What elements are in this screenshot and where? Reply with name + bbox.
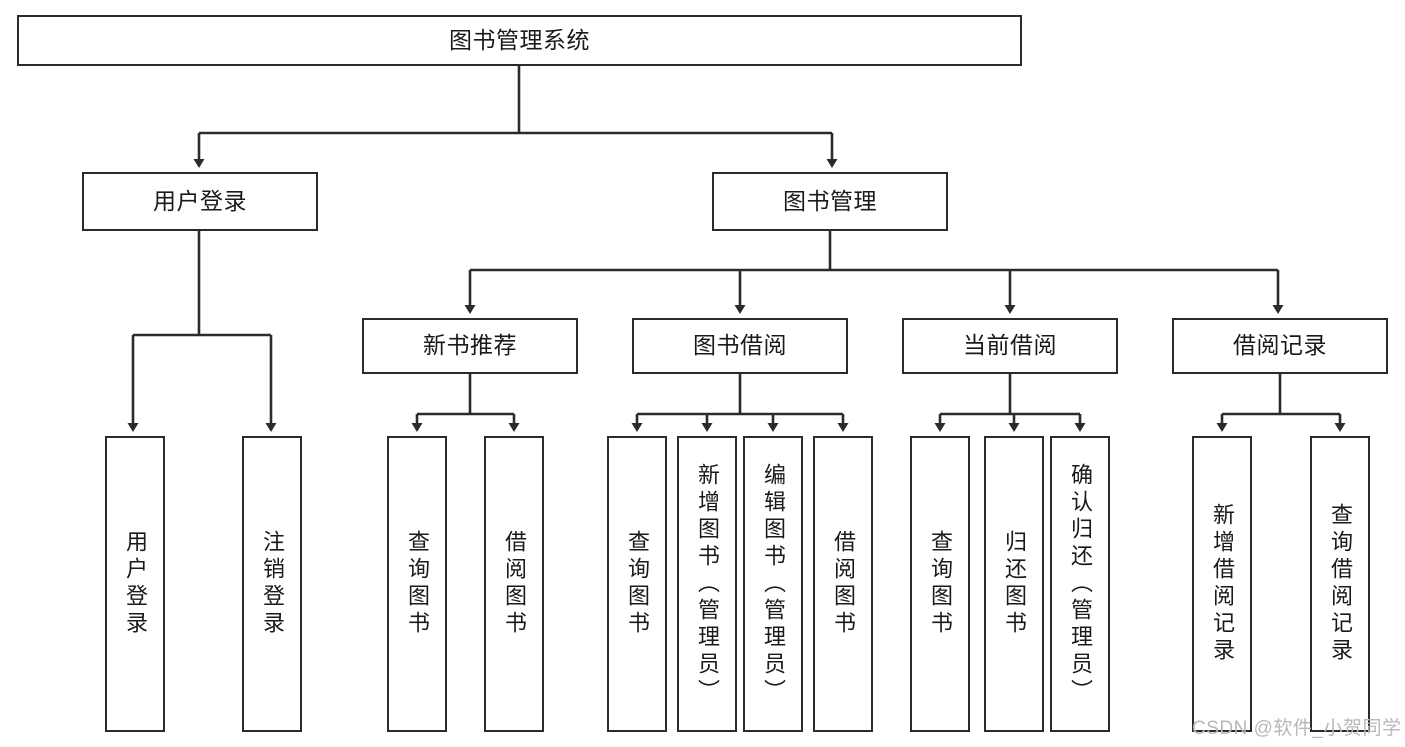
node-root-system[interactable]: 图书管理系统 — [17, 15, 1022, 66]
node-book-management[interactable]: 图书管理 — [712, 172, 948, 231]
node-label: 新书推荐 — [423, 332, 517, 359]
node-query-books-current[interactable]: 查询图书 — [910, 436, 970, 732]
csdn-watermark: CSDN @软件_小贺同学 — [1192, 713, 1401, 740]
node-label: 归还图书 — [1002, 530, 1027, 638]
node-query-borrow-record[interactable]: 查询借阅记录 — [1310, 436, 1370, 732]
node-label: 查询图书 — [928, 530, 953, 638]
node-label: 新增借阅记录 — [1210, 503, 1235, 665]
node-label: 当前借阅 — [963, 332, 1057, 359]
node-label: 借阅图书 — [502, 530, 527, 638]
node-user-logout-action[interactable]: 注销登录 — [242, 436, 302, 732]
node-user-login-action[interactable]: 用户登录 — [105, 436, 165, 732]
node-confirm-return-admin[interactable]: 确认归还（管理员） — [1050, 436, 1110, 732]
node-label: 图书借阅 — [693, 332, 787, 359]
node-borrow-books-recommend[interactable]: 借阅图书 — [484, 436, 544, 732]
node-borrow-book[interactable]: 借阅图书 — [813, 436, 873, 732]
node-query-books-borrow[interactable]: 查询图书 — [607, 436, 667, 732]
node-label: 新增图书（管理员） — [695, 462, 720, 706]
watermark-text: CSDN @软件_小贺同学 — [1192, 718, 1402, 739]
node-label: 借阅记录 — [1233, 332, 1327, 359]
node-book-borrow[interactable]: 图书借阅 — [632, 318, 848, 374]
node-return-book[interactable]: 归还图书 — [984, 436, 1044, 732]
node-label: 图书管理 — [783, 187, 877, 214]
node-label: 查询图书 — [405, 530, 430, 638]
node-label: 确认归还（管理员） — [1068, 462, 1093, 706]
node-label: 用户登录 — [123, 530, 148, 638]
node-label: 查询图书 — [625, 530, 650, 638]
node-borrow-record[interactable]: 借阅记录 — [1172, 318, 1388, 374]
node-new-book-recommend[interactable]: 新书推荐 — [362, 318, 578, 374]
node-add-borrow-record[interactable]: 新增借阅记录 — [1192, 436, 1252, 732]
node-label: 查询借阅记录 — [1328, 503, 1353, 665]
node-add-book-admin[interactable]: 新增图书（管理员） — [677, 436, 737, 732]
node-label: 注销登录 — [260, 530, 285, 638]
node-label: 用户登录 — [153, 187, 247, 214]
node-label: 编辑图书（管理员） — [761, 462, 786, 706]
node-label: 图书管理系统 — [449, 26, 590, 53]
node-label: 借阅图书 — [831, 530, 856, 638]
node-current-borrow[interactable]: 当前借阅 — [902, 318, 1118, 374]
node-user-login[interactable]: 用户登录 — [82, 172, 318, 231]
node-query-books-recommend[interactable]: 查询图书 — [387, 436, 447, 732]
node-edit-book-admin[interactable]: 编辑图书（管理员） — [743, 436, 803, 732]
